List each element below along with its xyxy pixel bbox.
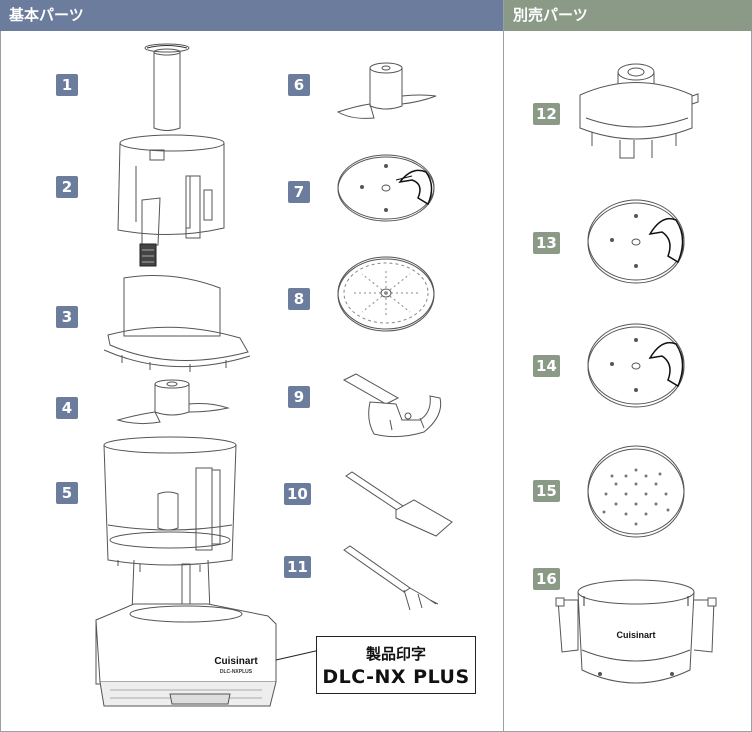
- part-number-badge: 12: [533, 103, 560, 125]
- base-brand-text: Cuisinart: [214, 656, 258, 667]
- part-number-badge: 1: [56, 74, 78, 96]
- part-number-badge: 9: [288, 386, 310, 408]
- part-number-badge: 14: [533, 355, 560, 377]
- small-pusher-illustration: [144, 43, 190, 131]
- blade-removal-tool-illustration: [343, 545, 439, 611]
- disc-stem-illustration: [342, 373, 442, 438]
- part-number-badge: 5: [56, 482, 78, 504]
- part-number-badge: 3: [56, 306, 78, 328]
- motor-base-illustration: [95, 559, 321, 707]
- work-bowl-illustration: [103, 436, 237, 572]
- callout-model: DLC-NX PLUS: [322, 666, 470, 688]
- work-bowl-lid-illustration: [117, 134, 225, 267]
- blade-illustration: [116, 379, 230, 425]
- part-number-badge: 11: [284, 556, 311, 578]
- dough-blade-illustration: [336, 62, 437, 119]
- part-number-badge: 10: [284, 483, 311, 505]
- section-divider: [503, 0, 504, 732]
- part-number-badge: 8: [288, 288, 310, 310]
- feed-chute-cover-illustration: [103, 275, 251, 372]
- compact-work-bowl-illustration: [555, 579, 717, 684]
- slicing-disc-illustration: [337, 154, 435, 222]
- optional-parts-header: 別売パーツ: [504, 0, 752, 31]
- part-number-badge: 15: [533, 480, 560, 502]
- part-number-badge: 6: [288, 74, 310, 96]
- callout-label: 製品印字: [365, 645, 426, 663]
- base-model-text: DLC-NXPLUS: [220, 669, 253, 675]
- part-number-badge: 13: [533, 232, 560, 254]
- large-feed-tube-lid-illustration: [579, 63, 699, 159]
- spatula-illustration: [345, 471, 453, 537]
- part-number-badge: 4: [56, 397, 78, 419]
- part-number-badge: 7: [288, 181, 310, 203]
- shredding-disc-illustration: [337, 256, 435, 332]
- thin-slicing-disc-illustration: [587, 199, 685, 284]
- basic-parts-header: 基本パーツ: [0, 0, 503, 31]
- part-number-badge: 16: [533, 568, 560, 590]
- grating-disc-illustration: [587, 445, 685, 538]
- product-marking-callout: 製品印字 DLC-NX PLUS: [316, 636, 476, 694]
- bowl-brand-text: Cuisinart: [616, 630, 655, 640]
- part-number-badge: 2: [56, 176, 78, 198]
- thick-slicing-disc-illustration: [587, 323, 685, 408]
